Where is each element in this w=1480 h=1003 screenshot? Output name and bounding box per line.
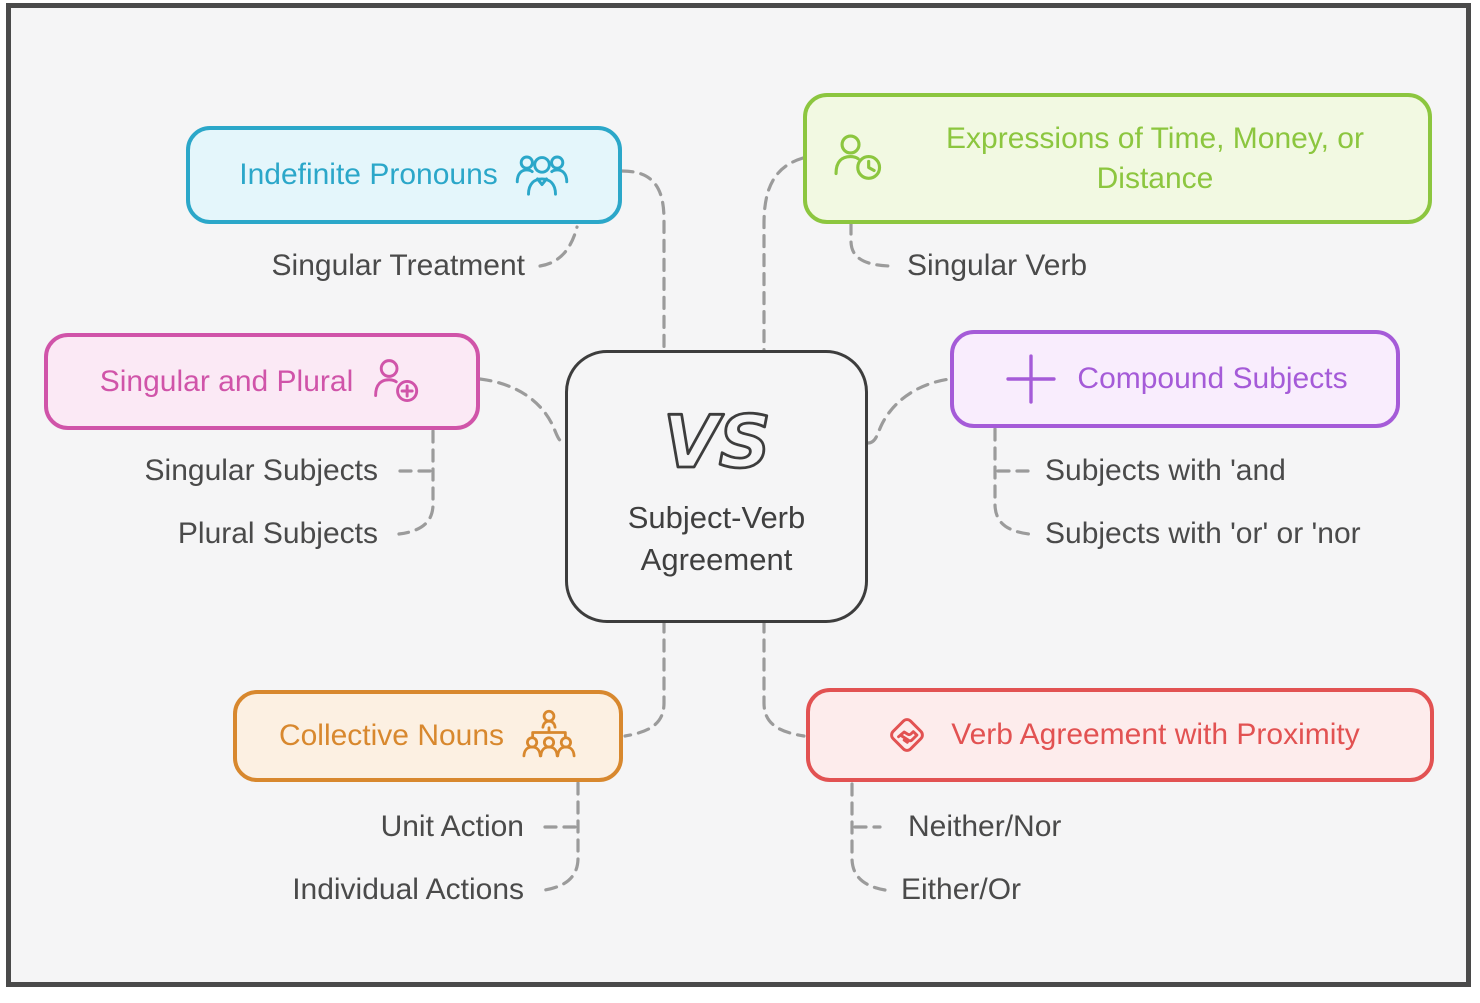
node-label: Collective Nouns [278, 719, 505, 752]
node-label: Expressions of Time, Money, or Distance [946, 121, 1364, 195]
handshake-diamond-icon [890, 718, 925, 752]
node-expressions-time-money-distance[interactable]: Expressions of Time, Money, or Distance [803, 93, 1432, 224]
connector-center-proximity [762, 619, 806, 738]
sub-label-neither-nor: Neither/Nor [908, 810, 1062, 843]
node-collective-nouns[interactable]: Collective Nouns [233, 690, 623, 782]
connector-red-subs-spine [850, 782, 887, 892]
connector-singular-plural-center [478, 377, 568, 445]
person-clock-icon [834, 133, 882, 180]
connector-singular-treatment [538, 225, 579, 268]
connector-purple-subs-spine [993, 427, 1031, 536]
sub-label-plural-subjects: Plural Subjects [177, 517, 378, 550]
sub-label-singular-treatment: Singular Treatment [271, 249, 525, 282]
plus-icon [1006, 354, 1057, 404]
sub-label-individual-actions: Individual Actions [292, 873, 524, 906]
svg-text:VS: VS [663, 400, 771, 484]
connector-expressions-center [762, 156, 805, 353]
person-plus-icon [374, 358, 419, 402]
connector-singular-verb [849, 221, 891, 268]
node-singular-and-plural[interactable]: Singular and Plural [44, 333, 480, 430]
node-compound-subjects[interactable]: Compound Subjects [950, 330, 1400, 428]
node-label: Compound Subjects [1077, 362, 1348, 395]
people-group-icon [515, 155, 568, 196]
sub-label-singular-subjects: Singular Subjects [144, 454, 378, 487]
sub-label-singular-verb: Singular Verb [907, 249, 1088, 282]
node-indefinite-pronouns[interactable]: Indefinite Pronouns [186, 126, 622, 224]
node-center-subject-verb-agreement[interactable]: VS Subject-Verb Agreement [565, 350, 868, 623]
sub-label-subjects-with-and: Subjects with 'and [1045, 454, 1286, 487]
connector-pink-subs-spine [397, 429, 435, 536]
node-label: Singular and Plural [99, 364, 354, 398]
node-label: Verb Agreement with Proximity [951, 718, 1360, 751]
sub-label-subjects-with-or-nor: Subjects with 'or' or 'nor [1045, 517, 1361, 550]
connector-indefinite-center [620, 169, 666, 353]
connector-center-compound [866, 377, 952, 445]
sub-label-unit-action: Unit Action [380, 810, 524, 843]
vs-outline-text: VS [661, 398, 771, 485]
people-hierarchy-icon [522, 709, 576, 758]
center-title: Subject-Verb Agreement [627, 499, 806, 577]
node-verb-agreement-proximity[interactable]: Verb Agreement with Proximity [806, 688, 1434, 782]
connector-center-collective [623, 619, 666, 738]
sub-label-either-or: Either/Or [901, 873, 1022, 906]
node-label: Indefinite Pronouns [239, 158, 498, 191]
connector-orange-subs-spine [543, 781, 580, 892]
